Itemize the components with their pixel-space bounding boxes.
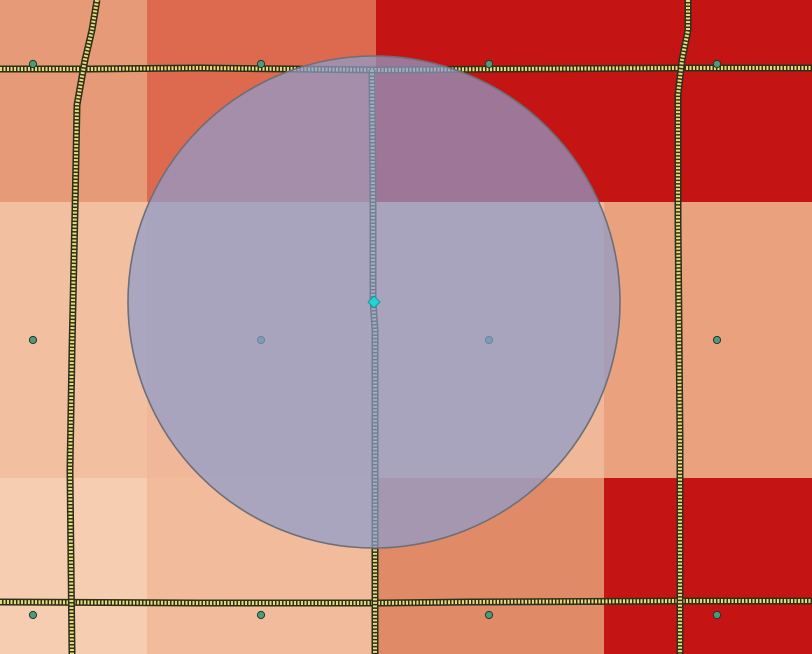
- centroid-dot-r1-c0: [28, 335, 38, 345]
- selection-center-marker[interactable]: [367, 295, 381, 309]
- centroid-dot-r2-c2: [484, 610, 494, 620]
- boundary-vertical-right: [676, 0, 690, 654]
- boundary-vertical-left: [68, 0, 99, 654]
- centroid-dot-r0-c2: [484, 59, 494, 69]
- centroid-dot-r0-c0: [28, 59, 38, 69]
- centroid-dot-r2-c1: [256, 610, 266, 620]
- map-cell-r1-c3: [604, 202, 812, 478]
- map-cell-r2-c3: [604, 478, 812, 654]
- centroid-dot-r2-c0: [28, 610, 38, 620]
- centroid-dot-r1-c3: [712, 335, 722, 345]
- centroid-dot-r0-c3: [712, 59, 722, 69]
- centroid-dot-r0-c1: [256, 59, 266, 69]
- centroid-dot-r2-c3: [712, 610, 722, 620]
- map-cell-r0-c3: [604, 0, 812, 202]
- boundary-horizontal-bottom: [0, 599, 812, 605]
